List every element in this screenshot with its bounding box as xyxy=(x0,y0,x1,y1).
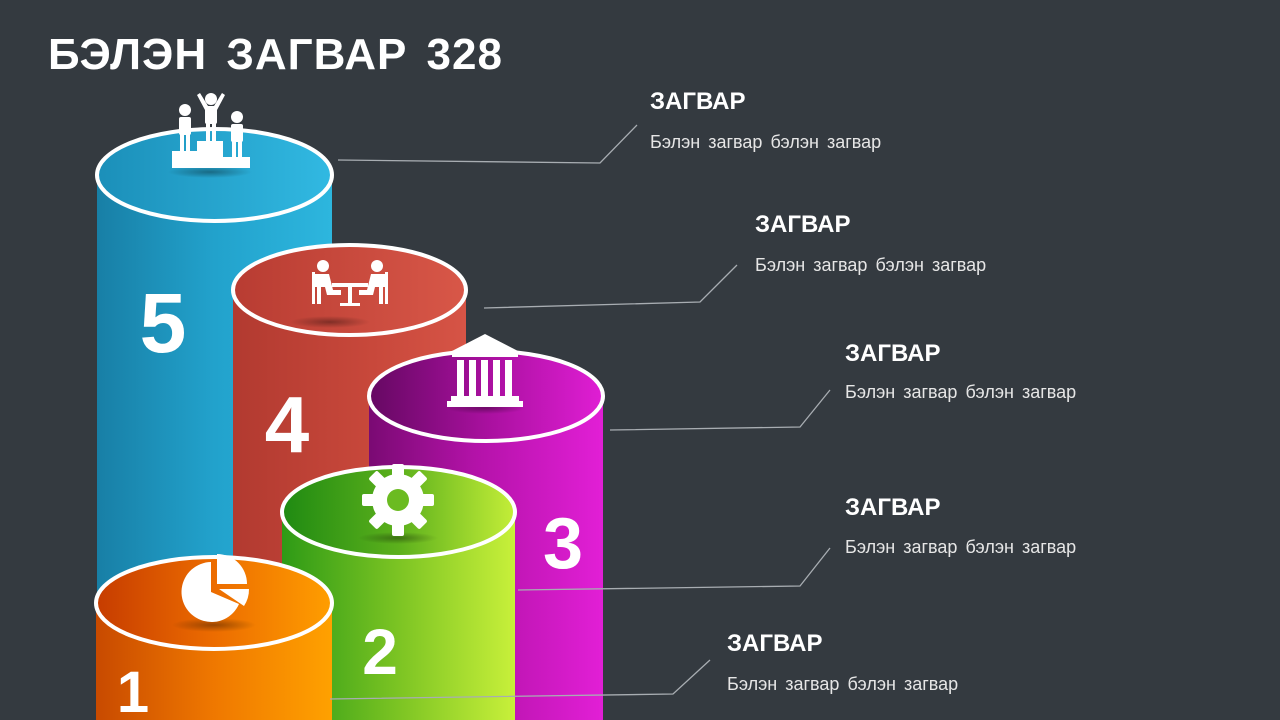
step-number-3: 3 xyxy=(543,504,583,584)
meeting-table-icon xyxy=(290,260,388,328)
pie-chart-icon xyxy=(172,554,256,632)
item-title-4: ЗАГВАР xyxy=(845,494,941,521)
connector-lines xyxy=(329,124,831,700)
connector-line-5 xyxy=(329,659,711,700)
slide-title: БЭЛЭН ЗАГВАР 328 xyxy=(48,30,503,79)
connector-line-2 xyxy=(483,264,738,309)
item-title-2: ЗАГВАР xyxy=(755,211,851,238)
gear-icon xyxy=(358,464,438,544)
step-number-2: 2 xyxy=(362,616,398,688)
item-desc-4: Бэлэн загвар бэлэн загвар xyxy=(845,537,1077,557)
step-number-1: 1 xyxy=(117,660,149,720)
bank-building-icon xyxy=(446,334,526,414)
podium-people-icon xyxy=(168,93,252,178)
step-number-5: 5 xyxy=(140,276,187,370)
item-desc-1: Бэлэн загвар бэлэн загвар xyxy=(650,132,882,152)
item-desc-5: Бэлэн загвар бэлэн загвар xyxy=(727,674,959,694)
item-desc-2: Бэлэн загвар бэлэн загвар xyxy=(755,255,987,275)
connector-line-3 xyxy=(609,389,831,431)
connector-line-1 xyxy=(337,124,638,164)
connector-line-4 xyxy=(517,547,831,591)
item-title-3: ЗАГВАР xyxy=(845,340,941,367)
item-title-5: ЗАГВАР xyxy=(727,630,823,657)
item-desc-3: Бэлэн загвар бэлэн загвар xyxy=(845,382,1077,402)
item-title-1: ЗАГВАР xyxy=(650,88,746,115)
cylinder-1: 1 xyxy=(94,555,334,720)
step-number-4: 4 xyxy=(265,380,310,469)
